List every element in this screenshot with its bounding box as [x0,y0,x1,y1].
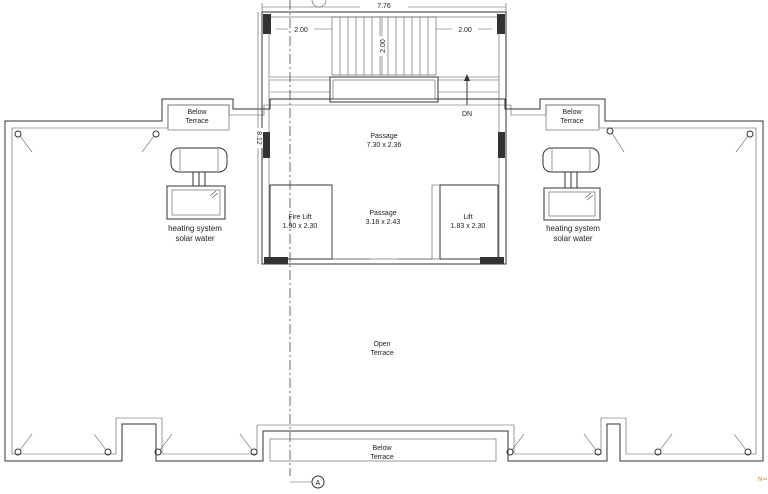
below-terrace-left-box [167,104,230,131]
open-terrace-line1: Open [373,341,390,348]
dim-stair-depth: 2.00 [380,39,387,53]
column [263,14,271,34]
column [480,257,504,264]
passage-bottom-size: 3.18 x 2.43 [366,219,401,226]
solar-right-line2: solar water [553,234,592,243]
passage-top-name: Passage [370,133,397,140]
column [498,132,505,158]
grid-marker-top [311,0,327,8]
solar-heater-left [166,147,228,220]
fire-lift-size: 1.90 x 2.30 [283,223,318,230]
dim-overall-width: 7.76 [377,3,391,10]
open-terrace-line2: Terrace [370,350,393,357]
dim-left-gap: 2.00 [294,27,308,34]
passage-top-size: 7.30 x 2.36 [367,142,402,149]
dim-label-bg [360,1,408,9]
north-label: N [758,477,762,483]
column [263,132,270,158]
grid-marker-label: A [316,480,321,487]
below-terrace-right-line1: Below [562,109,582,116]
terrace-parapet-inner [11,104,757,455]
drain-outlets [14,127,754,456]
fire-lift-shaft [269,184,333,260]
below-terrace-left-line1: Below [187,109,207,116]
solar-left-line2: solar water [175,234,214,243]
stair-direction-arrow [464,74,470,105]
dim-label-bg [288,24,314,33]
below-terrace-bottom-line1: Below [372,445,392,452]
below-terrace-left-line2: Terrace [185,118,208,125]
fire-lift-name: Fire Lift [288,214,311,221]
dim-right-gap: 2.00 [458,27,472,34]
lobby-wall [331,184,440,260]
below-terrace-right-box [545,104,600,131]
lift-size: 1.83 x 2.30 [451,223,486,230]
terrace-parapet-outer [4,98,764,462]
passage-bottom-name: Passage [369,210,396,217]
dim-label-bg [378,36,387,56]
column [497,14,505,34]
solar-heater-right [542,147,601,221]
below-terrace-bottom-box [269,438,497,462]
dim-label-bg [253,128,263,148]
below-terrace-right-line2: Terrace [560,118,583,125]
column [264,257,288,264]
lift-name: Lift [463,214,472,221]
dim-overall-depth: 8.12 [255,131,262,145]
dim-label-bg [452,24,478,33]
below-terrace-bottom-line2: Terrace [370,454,393,461]
stair-direction-label: DN [462,111,472,118]
solar-right-line1: heating system [546,224,600,233]
lift-shaft [439,184,499,260]
solar-left-line1: heating system [168,224,222,233]
